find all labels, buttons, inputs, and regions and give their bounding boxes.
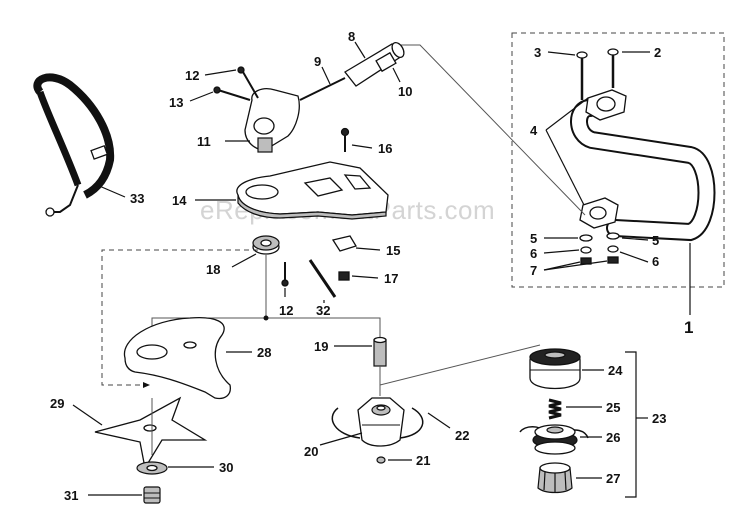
shoulder-strap-33[interactable] xyxy=(33,73,115,217)
guard-28[interactable] xyxy=(123,316,231,400)
washer-5-left[interactable] xyxy=(579,234,593,242)
callout-26: 26 xyxy=(606,430,620,445)
callout-24: 24 xyxy=(608,363,623,378)
screw-16[interactable] xyxy=(340,127,350,153)
adapter-19[interactable] xyxy=(373,336,387,367)
callout-9: 9 xyxy=(314,54,321,69)
spool-assembly-bracket xyxy=(625,351,637,498)
callout-12-upper: 12 xyxy=(185,68,199,83)
callout-11: 11 xyxy=(197,134,211,149)
nut-17[interactable] xyxy=(338,271,350,281)
callout-25: 25 xyxy=(606,400,620,415)
clip-15[interactable] xyxy=(331,235,357,252)
callout-5-right: 5 xyxy=(652,233,659,248)
callout-30: 30 xyxy=(219,460,233,475)
callout-12-lower: 12 xyxy=(279,303,293,318)
callout-21: 21 xyxy=(416,453,430,468)
screw-12-upper[interactable] xyxy=(242,71,259,99)
nut-7-right[interactable] xyxy=(607,256,619,264)
screw-2[interactable] xyxy=(607,48,619,88)
bump-knob-27[interactable] xyxy=(537,462,573,494)
callout-6-left: 6 xyxy=(530,246,537,261)
spool-26[interactable] xyxy=(519,424,589,455)
spring-25[interactable] xyxy=(548,398,562,420)
callout-4: 4 xyxy=(530,123,538,138)
callout-6-right: 6 xyxy=(652,254,659,269)
callout-31: 31 xyxy=(64,488,78,503)
callout-7: 7 xyxy=(530,263,537,278)
rod-32[interactable] xyxy=(308,259,337,298)
washer-5-right[interactable] xyxy=(606,232,620,240)
callout-17: 17 xyxy=(384,271,398,286)
callout-3: 3 xyxy=(534,45,541,60)
washer-6-right[interactable] xyxy=(607,245,619,253)
screw-13[interactable] xyxy=(217,89,251,101)
dashed-assembly-path xyxy=(101,249,258,386)
handle-clamp-upper[interactable] xyxy=(585,89,627,121)
blade-29[interactable] xyxy=(94,396,208,470)
nut-31[interactable] xyxy=(143,486,161,504)
drive-tube-8[interactable] xyxy=(344,41,406,87)
nut-21[interactable] xyxy=(376,456,386,464)
trimmer-head-20[interactable] xyxy=(331,397,424,447)
callout-20: 20 xyxy=(304,444,318,459)
callout-10: 10 xyxy=(398,84,412,99)
spool-cover-24[interactable] xyxy=(529,348,581,390)
shaft-clip-10[interactable] xyxy=(375,51,397,73)
callout-1: 1 xyxy=(684,318,693,337)
washer-6-left[interactable] xyxy=(580,246,592,254)
shaft-to-handle-line xyxy=(400,44,586,216)
callout-13: 13 xyxy=(169,95,183,110)
handle-clamp-lower[interactable] xyxy=(579,197,619,229)
callout-32: 32 xyxy=(316,303,330,318)
drive-shaft-9[interactable] xyxy=(299,77,346,101)
gear-head-11[interactable] xyxy=(244,88,300,153)
callout-8: 8 xyxy=(348,29,355,44)
callout-27: 27 xyxy=(606,471,620,486)
callout-18: 18 xyxy=(206,262,220,277)
handle-assembly-box xyxy=(511,32,725,288)
screw-12-lower[interactable] xyxy=(281,262,289,287)
callout-33: 33 xyxy=(130,191,144,206)
adapter-to-spool-line xyxy=(379,344,541,386)
callout-2: 2 xyxy=(654,45,661,60)
bearing-18[interactable] xyxy=(252,235,280,255)
callout-15: 15 xyxy=(386,243,400,258)
handle-assembly-group: 2 3 4 5 6 7 5 6 1 xyxy=(511,32,725,337)
mounting-plate-14[interactable] xyxy=(236,161,389,220)
washer-30[interactable] xyxy=(136,461,168,475)
callout-19: 19 xyxy=(314,339,328,354)
callout-23: 23 xyxy=(652,411,666,426)
callout-28: 28 xyxy=(257,345,271,360)
callout-29: 29 xyxy=(50,396,64,411)
screw-3[interactable] xyxy=(576,51,588,100)
callout-5-left: 5 xyxy=(530,231,537,246)
callout-22: 22 xyxy=(455,428,469,443)
callout-14: 14 xyxy=(172,193,187,208)
callout-16: 16 xyxy=(378,141,392,156)
